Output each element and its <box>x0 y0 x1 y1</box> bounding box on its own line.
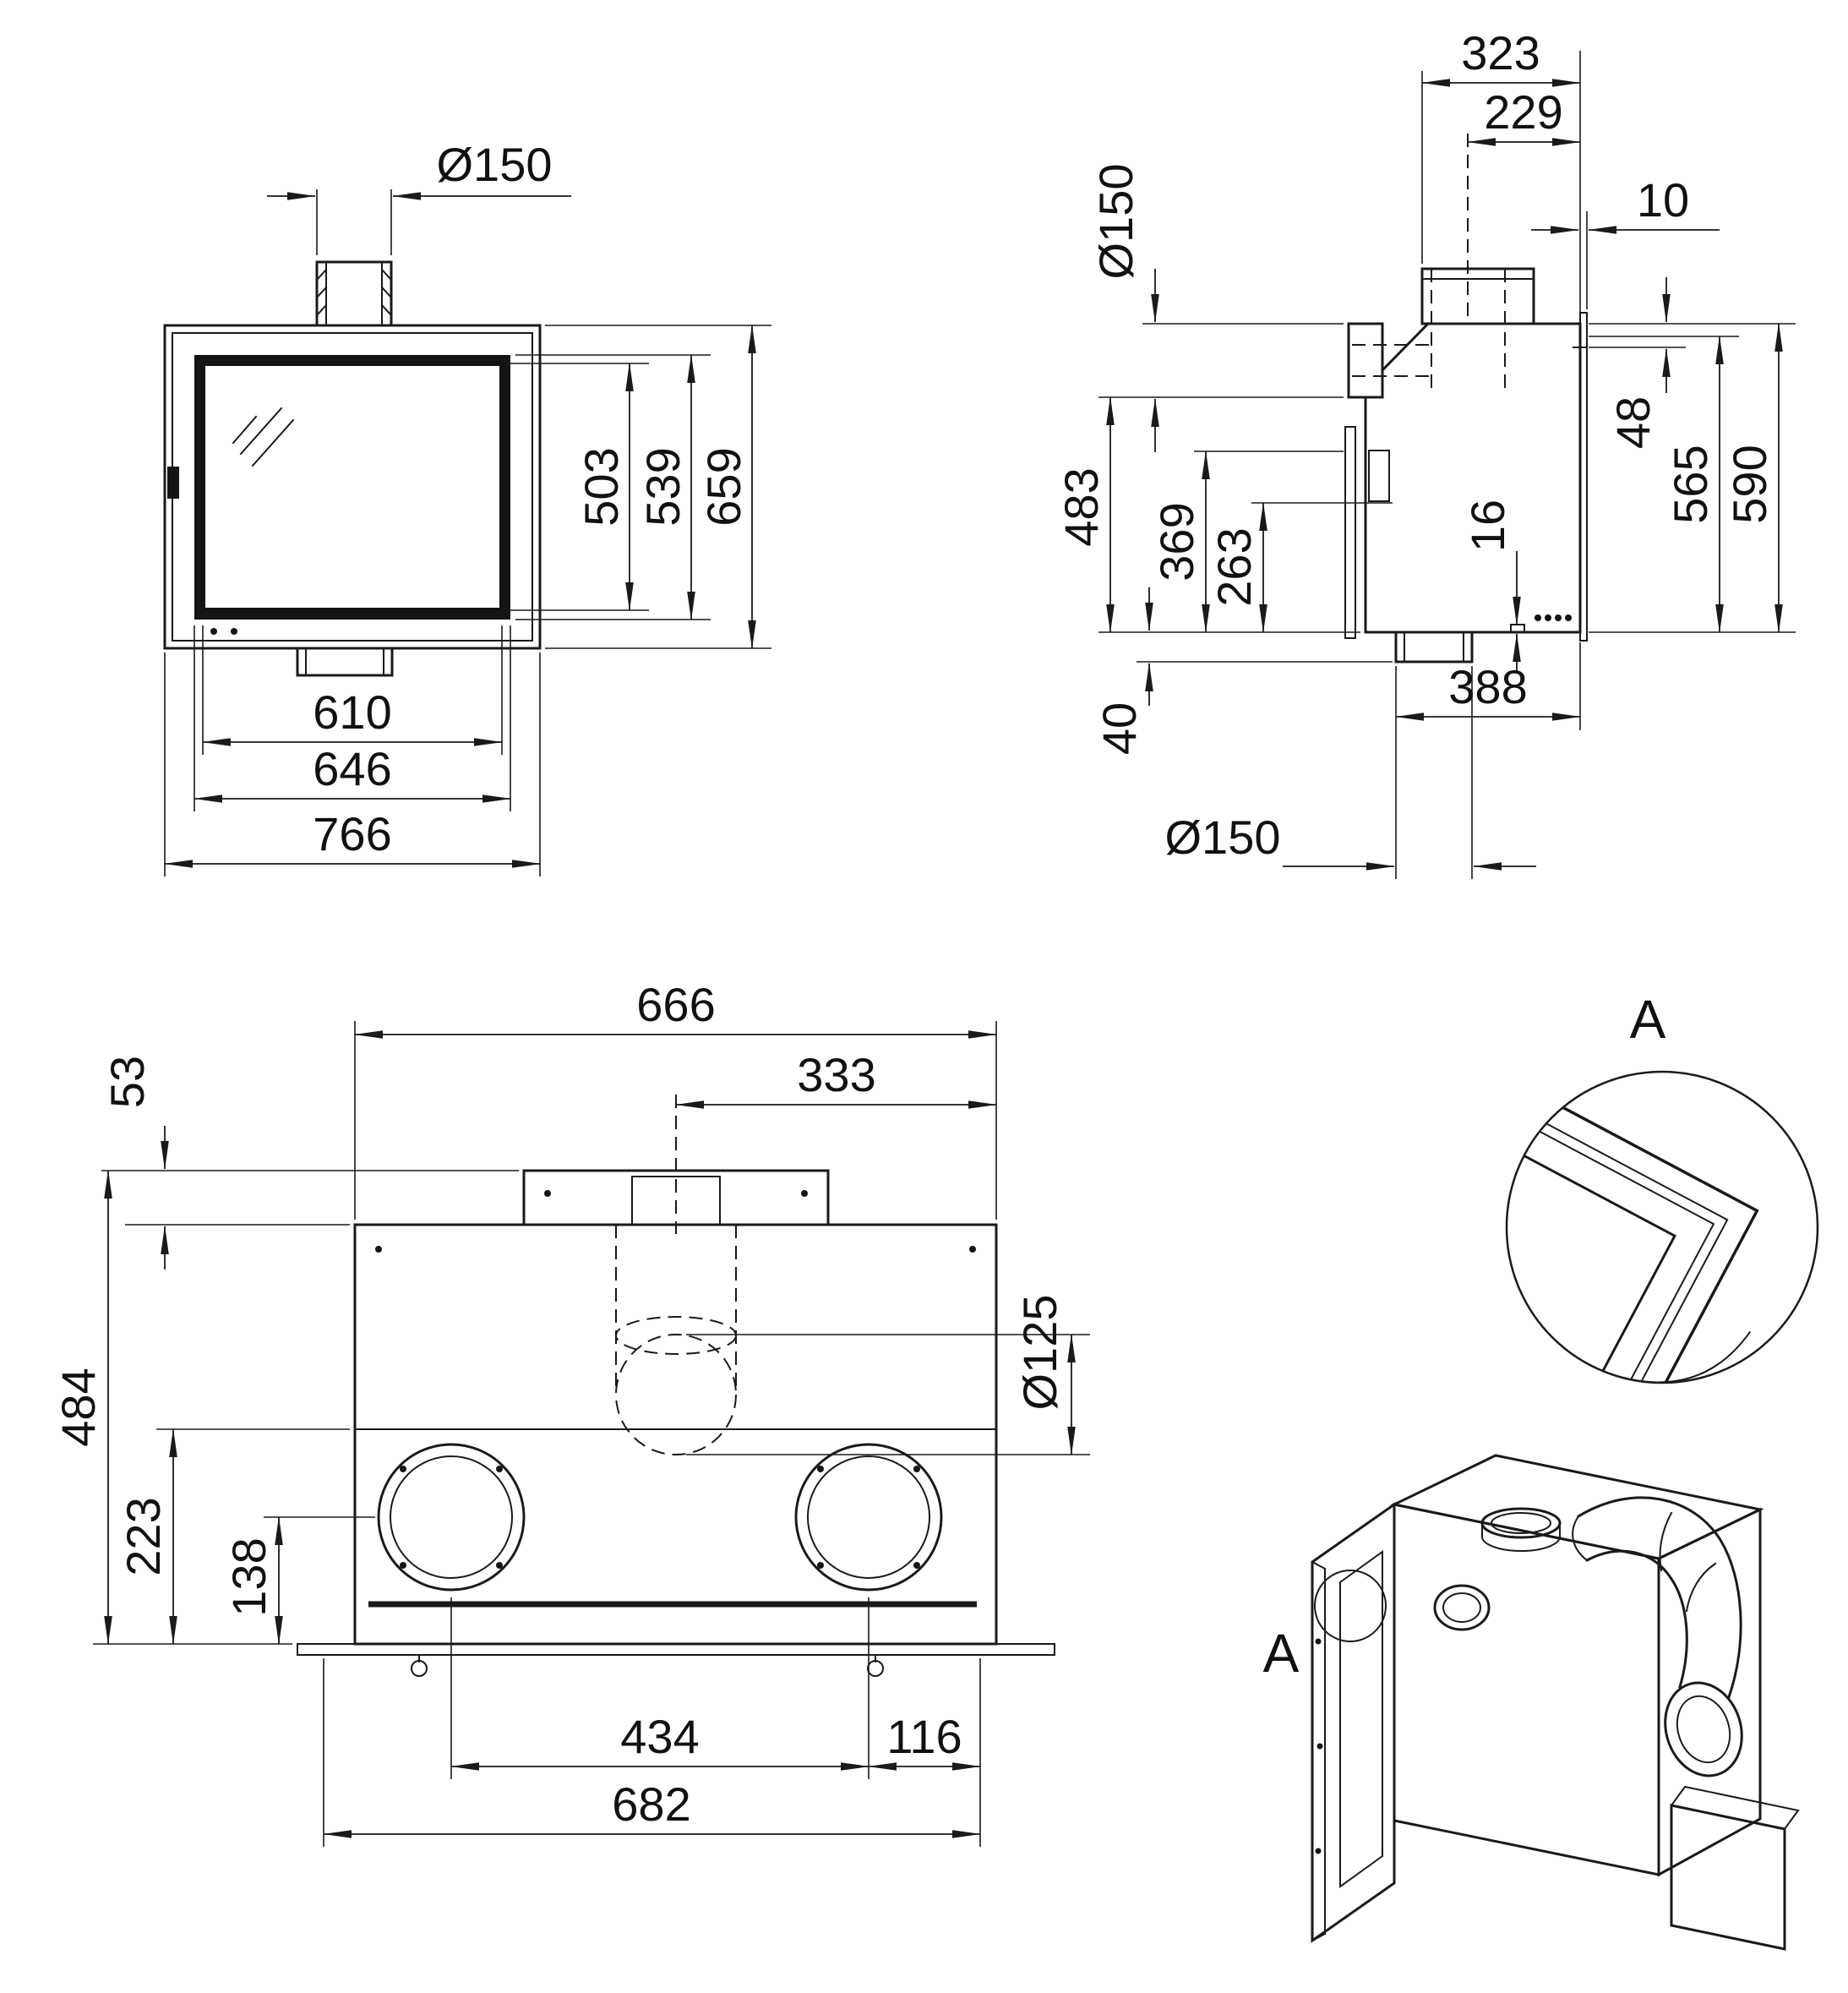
dim-side-depth-263: 263 <box>1207 527 1261 606</box>
side-view: 323 229 10 Ø150 483 369 263 16 40 <box>1055 26 1796 879</box>
dim-side-bottom-dia: Ø150 <box>1165 811 1281 864</box>
dim-front-total-height: 659 <box>697 447 750 526</box>
front-pedestal <box>296 647 394 677</box>
side-air-inlet <box>1368 450 1390 502</box>
dim-rear-outlet-edge: 116 <box>886 1710 962 1763</box>
rear-body <box>353 1223 998 1646</box>
dim-side-depth-369: 369 <box>1150 502 1203 581</box>
dim-front-glass-height: 503 <box>575 447 628 526</box>
iso-view: A <box>1263 1454 1800 1951</box>
dim-side-height-590: 590 <box>1723 445 1776 523</box>
detail-a: A <box>1505 989 1819 1384</box>
iso-elbow-pipe <box>1572 1496 1743 1777</box>
iso-detail-callout-circle <box>1314 1570 1387 1642</box>
rear-base-tray <box>297 1643 1055 1656</box>
rear-outlet-right <box>794 1443 943 1592</box>
iso-front-frame <box>1311 1502 1396 1943</box>
dim-side-bottom-offset: 388 <box>1448 660 1527 713</box>
front-view: Ø150 503 539 659 610 646 766 <box>163 138 771 876</box>
dim-front-door-height: 539 <box>636 447 690 526</box>
dim-rear-outlet-spacing: 434 <box>620 1710 699 1763</box>
detail-a-label: A <box>1630 989 1666 1050</box>
front-glass <box>204 364 501 609</box>
dim-front-flue-dia: Ø150 <box>437 138 553 191</box>
iso-right-face <box>1657 1507 1762 1877</box>
dim-front-door-width: 646 <box>313 742 391 795</box>
side-door-frame <box>1344 426 1356 639</box>
dim-rear-total-height: 484 <box>52 1368 105 1446</box>
front-flue-stub <box>315 260 393 327</box>
dim-rear-body-width: 666 <box>636 978 715 1031</box>
rear-top-plate <box>522 1169 830 1226</box>
iso-front-face <box>1393 1503 1660 1876</box>
dim-side-top-48: 48 <box>1606 396 1660 449</box>
dim-front-total-width: 766 <box>313 807 391 860</box>
dim-front-glass-width: 610 <box>313 685 391 739</box>
rear-outlet-left <box>377 1443 526 1592</box>
iso-detail-label: A <box>1263 1623 1300 1684</box>
dim-side-flue-outer: 323 <box>1461 26 1540 79</box>
side-top-flue-stub <box>1420 267 1535 396</box>
dim-side-depth-483: 483 <box>1055 467 1108 546</box>
iso-flue-stub <box>1480 1507 1562 1552</box>
dim-rear-center-offset: 333 <box>797 1048 875 1101</box>
dim-rear-base-width: 682 <box>612 1777 690 1831</box>
dim-side-spigot-dia: Ø150 <box>1089 164 1142 280</box>
side-bottom-flue-stub <box>1394 631 1474 663</box>
dim-rear-plate-height: 53 <box>101 1056 154 1108</box>
side-rear-flue-spigot <box>1347 322 1384 399</box>
dim-side-height-565: 565 <box>1664 445 1717 523</box>
dim-side-base-16: 16 <box>1461 500 1514 552</box>
iso-side-outlet <box>1433 1584 1491 1631</box>
dim-side-base-40: 40 <box>1093 702 1146 755</box>
dim-rear-air-dia: Ø125 <box>1013 1295 1066 1411</box>
dim-rear-outlet-height: 138 <box>222 1537 275 1616</box>
dim-rear-lower-height: 223 <box>117 1497 170 1575</box>
front-door-handle <box>167 467 179 499</box>
rear-view: 666 333 53 484 223 138 Ø125 434 116 682 <box>52 978 1090 1847</box>
iso-lower-box <box>1670 1804 1786 1951</box>
dim-side-rear-lip: 10 <box>1637 173 1689 227</box>
dim-side-flue-center: 229 <box>1484 85 1562 139</box>
rear-hidden-elbow <box>615 1225 737 1455</box>
